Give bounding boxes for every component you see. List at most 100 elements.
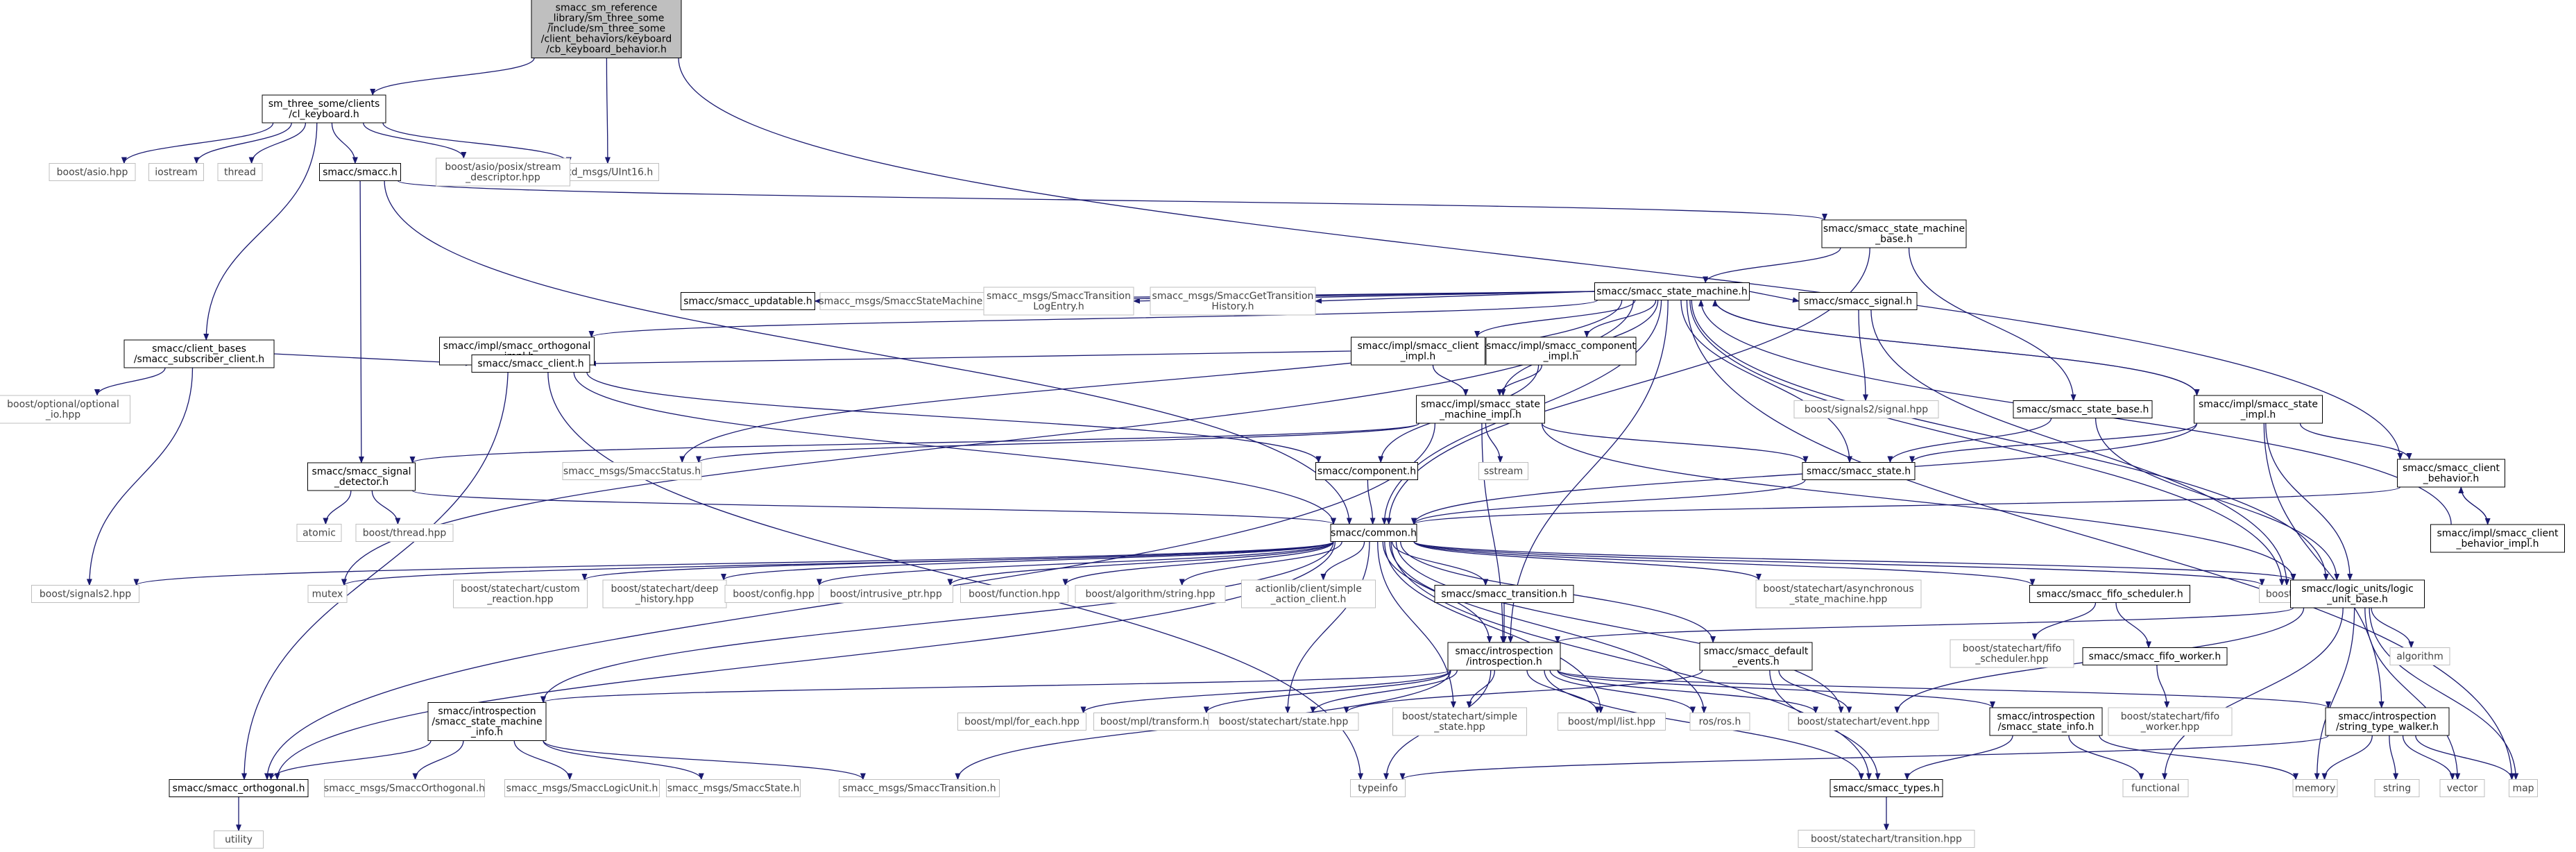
node-impl_sm[interactable]: smacc/impl/smacc_state_machine_impl.h xyxy=(1416,395,1545,424)
node-default_events[interactable]: smacc/smacc_default_events.h xyxy=(1699,642,1813,671)
node-box xyxy=(1798,292,1918,310)
node-sstream: sstream xyxy=(1478,462,1528,480)
node-impl_component[interactable]: smacc/impl/smacc_component_impl.h xyxy=(1485,336,1637,366)
node-box xyxy=(262,94,386,123)
node-smacc_h[interactable]: smacc/smacc.h xyxy=(319,163,401,181)
edge-signal_h-to-boost_signals2_sig xyxy=(1858,309,1868,402)
node-intro_state_info[interactable]: smacc/introspection/smacc_state_info.h xyxy=(1989,707,2103,736)
node-label: smacc/smacc_client xyxy=(2403,463,2500,474)
node-component_h[interactable]: smacc/component.h xyxy=(1315,462,1418,480)
node-label: LogEntry.h xyxy=(1033,301,1084,312)
edge-cl_keyboard-to-client_bases_sub xyxy=(203,122,318,341)
node-client_beh_impl[interactable]: smacc/impl/smacc_client_behavior_impl.h xyxy=(2430,524,2565,553)
node-label: smacc/smacc_state.h xyxy=(1807,466,1911,477)
edge-introspection-to-sc_simple_state xyxy=(1466,670,1496,708)
edge-intro_sm_info-to-msg_transition xyxy=(543,740,866,781)
node-box xyxy=(1330,524,1417,542)
edge-client_beh_impl-to-client_beh xyxy=(2458,486,2489,525)
node-types_h[interactable]: smacc/smacc_types.h xyxy=(1829,779,1943,797)
node-box xyxy=(666,779,801,797)
edge-common-to-boost_signals2 xyxy=(133,540,1334,586)
edge-cl_keyboard-to-boost_asio xyxy=(121,122,274,164)
node-client_bases_sub[interactable]: smacc/client_bases/smacc_subscriber_clie… xyxy=(123,339,275,368)
node-mpl_transform: boost/mpl/transform.hpp xyxy=(1093,713,1228,731)
node-label: smacc/impl/smacc_component xyxy=(1486,341,1636,352)
node-boost_asio_stream: boost/asio/posix/stream_descriptor.hpp xyxy=(436,157,570,187)
node-state_base[interactable]: smacc/smacc_state_base.h xyxy=(2013,400,2153,418)
node-signal_h[interactable]: smacc/smacc_signal.h xyxy=(1798,292,1918,310)
edge-string_type_walker-to-typeinfo xyxy=(1399,735,2329,781)
node-utility: utility xyxy=(214,830,264,849)
node-updatable[interactable]: smacc/smacc_updatable.h xyxy=(681,292,815,310)
node-sm_base[interactable]: smacc/smacc_state_machine_base.h xyxy=(1821,219,1967,248)
node-intro_sm_info[interactable]: smacc/introspection/smacc_state_machine_… xyxy=(427,702,547,741)
node-label: boost/statechart/transition.hpp xyxy=(1811,834,1962,845)
node-fifo_sched[interactable]: smacc/smacc_fifo_scheduler.h xyxy=(2029,585,2190,603)
node-box xyxy=(819,585,953,603)
node-transition_h[interactable]: smacc/smacc_transition.h xyxy=(1434,585,1574,603)
edge-logic_units-to-algorithm xyxy=(2371,607,2414,649)
node-label: thread xyxy=(224,167,256,178)
node-label: _detector.h xyxy=(334,477,389,488)
node-label: History.h xyxy=(1211,301,1254,312)
edge-common-to-boost_algo_string xyxy=(1179,541,1342,586)
node-box xyxy=(839,779,1000,797)
node-string_type_walker[interactable]: smacc/introspection/string_type_walker.h xyxy=(2325,707,2450,736)
node-label: _io.hpp xyxy=(45,409,80,420)
node-label: smacc_msgs/SmaccStateMachine.h xyxy=(819,296,991,307)
node-sc_custom: boost/statechart/custom_reaction.hpp xyxy=(453,579,588,608)
node-box xyxy=(1416,395,1545,424)
node-cl_keyboard[interactable]: sm_three_some/clients/cl_keyboard.h xyxy=(262,94,386,123)
edge-impl_client-to-client_h xyxy=(589,350,1351,366)
node-box xyxy=(2290,579,2425,608)
node-label: /smacc_subscriber_client.h xyxy=(134,354,264,365)
node-impl_client[interactable]: smacc/impl/smacc_client_impl.h xyxy=(1351,336,1485,366)
node-label: boost/mpl/transform.hpp xyxy=(1100,717,1221,728)
node-label: _machine_impl.h xyxy=(1439,409,1521,420)
node-box xyxy=(819,292,991,310)
node-box xyxy=(531,0,682,58)
node-msg_logic: smacc_msgs/SmaccLogicUnit.h xyxy=(504,779,660,797)
node-client_h[interactable]: smacc/smacc_client.h xyxy=(471,355,590,373)
node-label: smacc/introspection xyxy=(438,706,536,717)
node-label: typeinfo xyxy=(1358,783,1398,794)
node-state_h[interactable]: smacc/smacc_state.h xyxy=(1802,462,1916,480)
node-msg_status: smacc_msgs/SmaccStatus.h xyxy=(562,462,702,480)
node-label: smacc/smacc_signal xyxy=(312,466,411,477)
node-box xyxy=(2029,585,2190,603)
edge-introspection-to-string_type_walker xyxy=(1557,670,2331,708)
edge-intro_state_info-to-memory xyxy=(2099,735,2298,781)
node-box xyxy=(453,579,588,608)
node-box xyxy=(1989,707,2103,736)
edge-logic_units-to-vector xyxy=(2364,607,2461,781)
node-label: memory xyxy=(2295,783,2336,794)
node-label: sstream xyxy=(1484,466,1523,477)
node-root[interactable]: smacc_sm_reference_library/sm_three_some… xyxy=(531,0,682,58)
edge-cl_keyboard-to-thread xyxy=(248,122,307,164)
node-signal_det[interactable]: smacc/smacc_signal_detector.h xyxy=(307,462,416,491)
node-sm_h[interactable]: smacc/smacc_state_machine.h xyxy=(1594,282,1750,300)
node-label: smacc/smacc_client.h xyxy=(477,359,583,370)
node-logic_units[interactable]: smacc/logic_units/logic_unit_base.h xyxy=(2290,579,2425,608)
node-label: smacc/smacc_fifo_worker.h xyxy=(2089,651,2221,663)
edge-signal_det-to-atomic xyxy=(323,490,352,525)
node-fifo_worker[interactable]: smacc/smacc_fifo_worker.h xyxy=(2082,647,2228,665)
node-label: smacc_msgs/SmaccState.h xyxy=(667,783,800,794)
node-impl_state[interactable]: smacc/impl/smacc_state_impl.h xyxy=(2194,395,2323,424)
node-common[interactable]: smacc/common.h xyxy=(1330,524,1417,542)
node-boost_thread: boost/thread.hpp xyxy=(355,524,454,542)
node-box xyxy=(31,585,139,603)
node-box xyxy=(2122,779,2189,797)
edge-sm_h-to-impl_component xyxy=(1584,300,1657,338)
edge-impl_sm-to-state_h xyxy=(1541,423,1809,463)
node-orthogonal_h[interactable]: smacc/smacc_orthogonal.h xyxy=(169,779,309,797)
node-label: _history.hpp xyxy=(635,594,694,605)
edge-intro_sm_info-to-orthogonal_h xyxy=(268,740,432,781)
edge-root-to-std_msgs_uint16 xyxy=(604,58,611,164)
node-client_beh[interactable]: smacc/smacc_client_behavior.h xyxy=(2397,459,2505,488)
node-typeinfo: typeinfo xyxy=(1350,779,1406,797)
node-introspection[interactable]: smacc/introspection/introspection.h xyxy=(1447,642,1561,671)
node-box xyxy=(1829,779,1943,797)
node-box xyxy=(2397,459,2505,488)
